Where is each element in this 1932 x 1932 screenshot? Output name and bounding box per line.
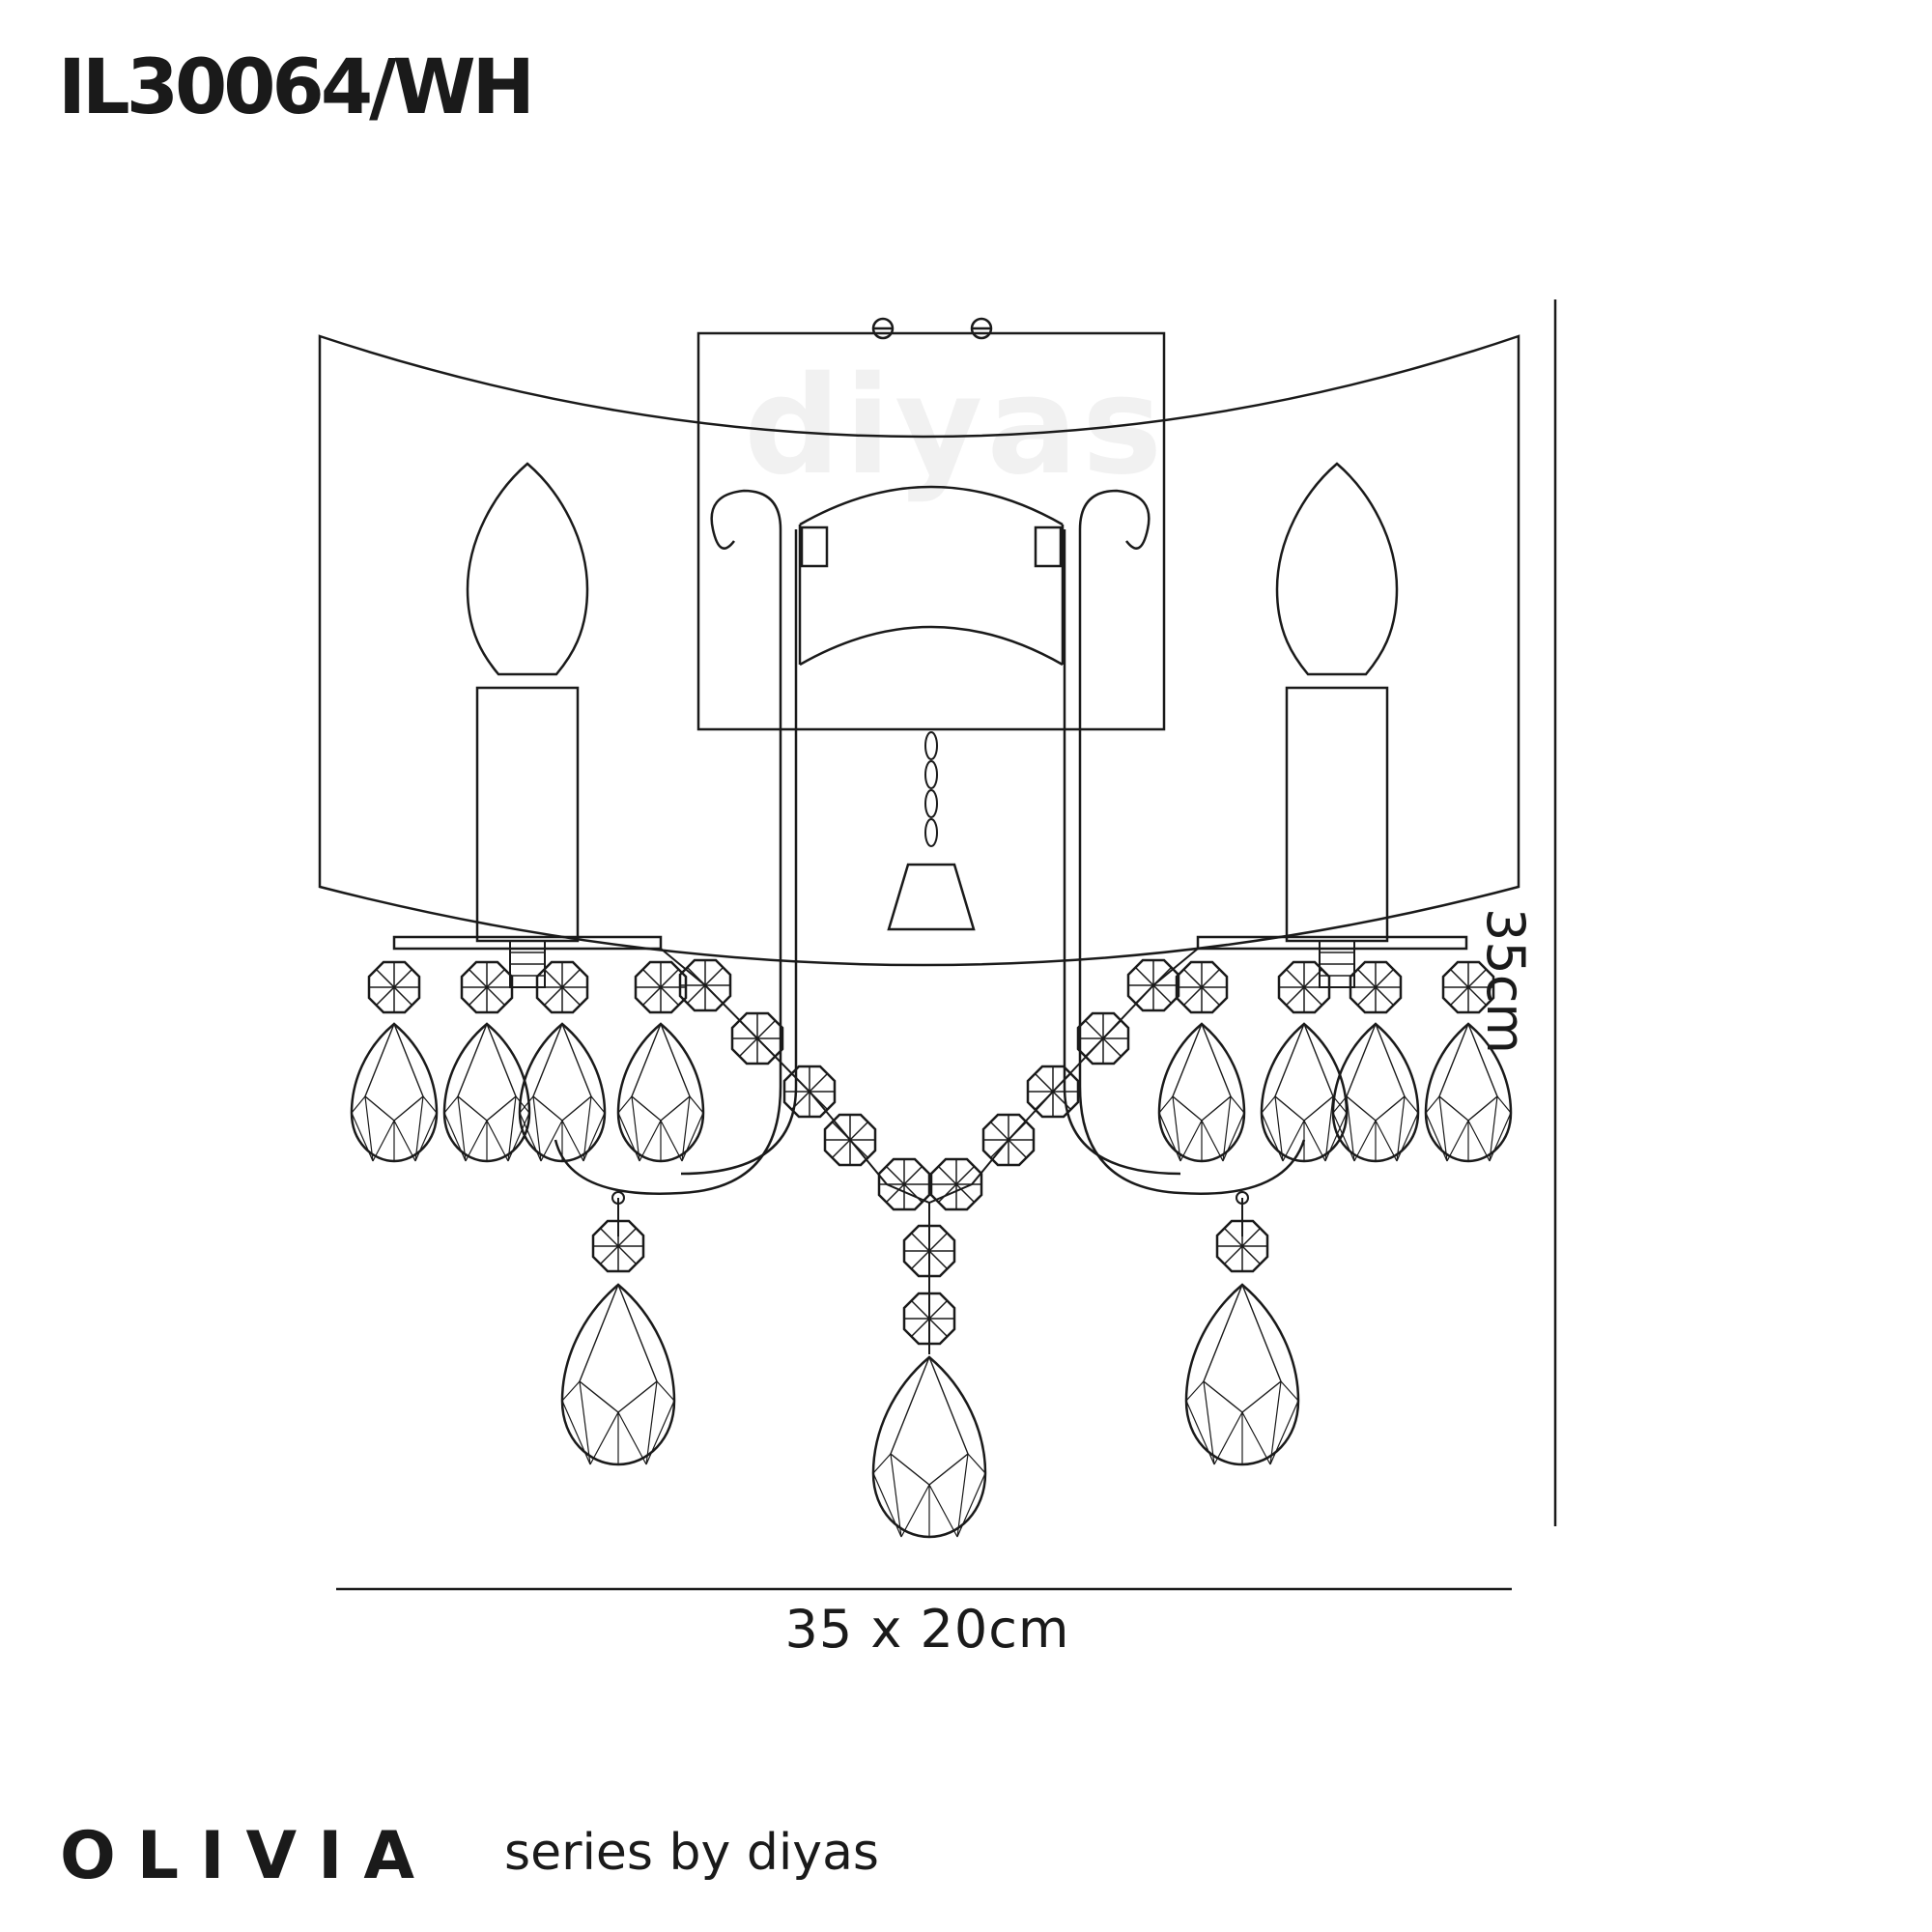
- product-code: IL30064/WH: [58, 44, 535, 131]
- arms: [554, 489, 1306, 1195]
- height-dimension-label: 35cm: [1475, 908, 1536, 1055]
- dimension-lines: [336, 299, 1557, 1591]
- brand-watermark: diyas: [744, 348, 1167, 505]
- fabric-shade: [318, 334, 1520, 967]
- series-name: OLIVIA: [60, 1818, 436, 1894]
- series-tagline: series by diyas: [504, 1824, 880, 1882]
- back-plate: [696, 317, 1166, 731]
- bracket-bars: [392, 935, 1468, 951]
- hanging-chain: [887, 731, 976, 931]
- width-dimension-label: 35 x 20cm: [784, 1599, 1070, 1660]
